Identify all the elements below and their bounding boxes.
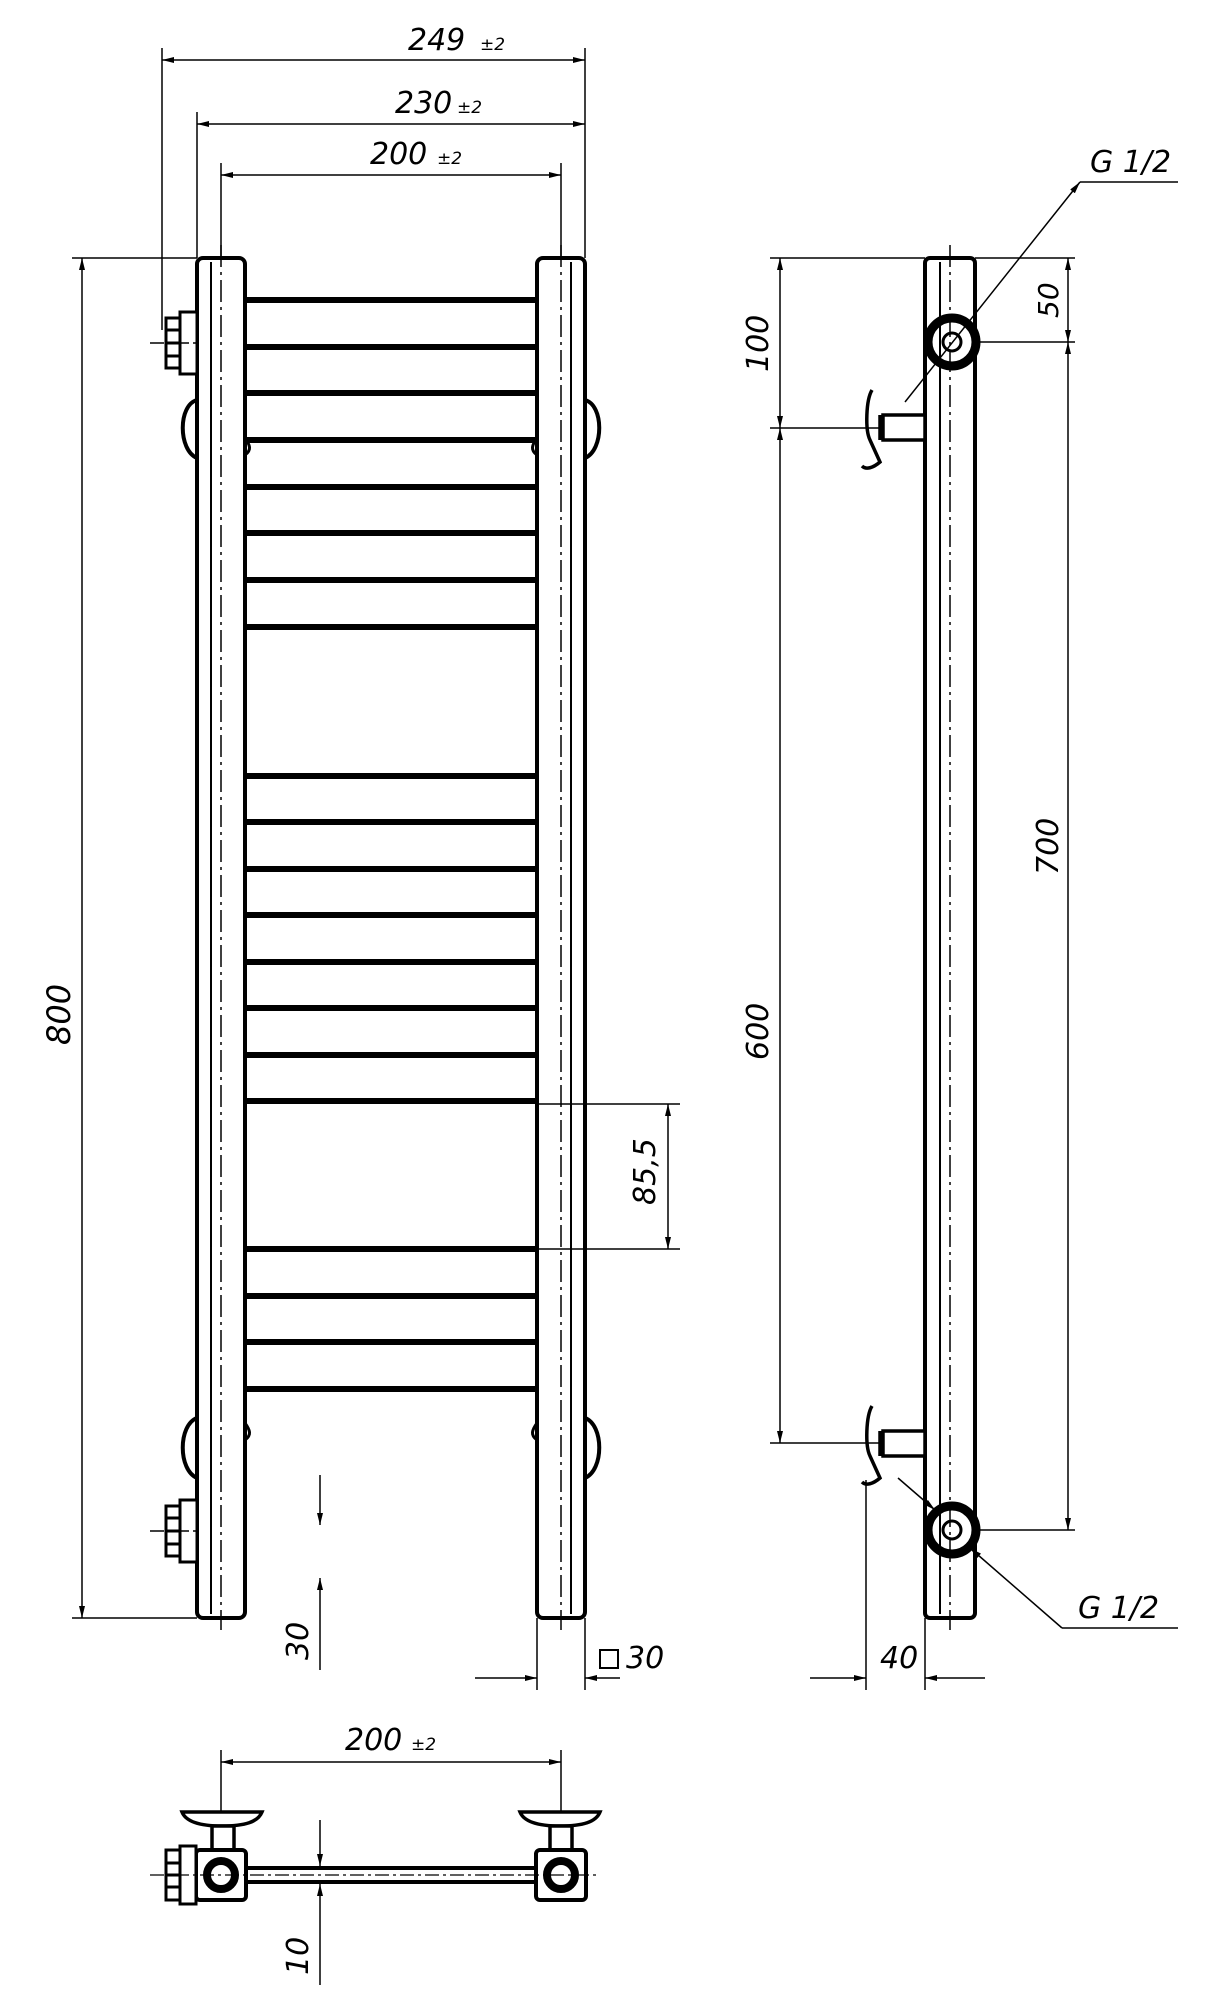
square-symbol [599,1649,619,1669]
dim-profile-30: 30 [626,1641,664,1676]
dim-100: 100 [741,315,776,372]
dim-200: 200 [370,137,427,172]
fitting-bottom-left [164,1498,199,1564]
dim-230: 230 [395,86,452,121]
dim-230-tol: ±2 [457,98,482,118]
dim-600: 600 [741,1003,776,1060]
wall-mount-top [860,389,927,470]
dim-249: 249 [408,23,465,58]
leader-bottom [897,1477,936,1511]
thread-label-top: G 1/2 [1090,145,1171,180]
dim-200-top-tol: ±2 [411,1735,436,1755]
dim-40: 40 [880,1641,918,1676]
dim-50: 50 [1032,282,1065,318]
front-view [72,48,680,1690]
dim-30-bottom: 30 [281,1622,316,1660]
dim-200-top: 200 [345,1723,402,1758]
top-view [150,1750,603,1985]
front-rungs [245,297,537,1392]
dim-85-5: 85,5 [628,1138,663,1205]
thread-label-bottom: G 1/2 [1078,1591,1159,1626]
side-view [770,181,1178,1690]
dim-700: 700 [1031,818,1066,875]
bracket-bottom-right [583,1416,602,1480]
dim-800: 800 [40,984,78,1045]
wall-mount-bottom [860,1405,927,1486]
leader-top [904,181,1081,403]
bracket-top-right [583,398,602,460]
bracket-top-left [180,398,199,460]
dim-200-tol: ±2 [437,149,462,169]
dim-249-tol: ±2 [480,35,505,55]
bracket-bottom-left [180,1416,199,1480]
dim-10: 10 [281,1937,316,1975]
